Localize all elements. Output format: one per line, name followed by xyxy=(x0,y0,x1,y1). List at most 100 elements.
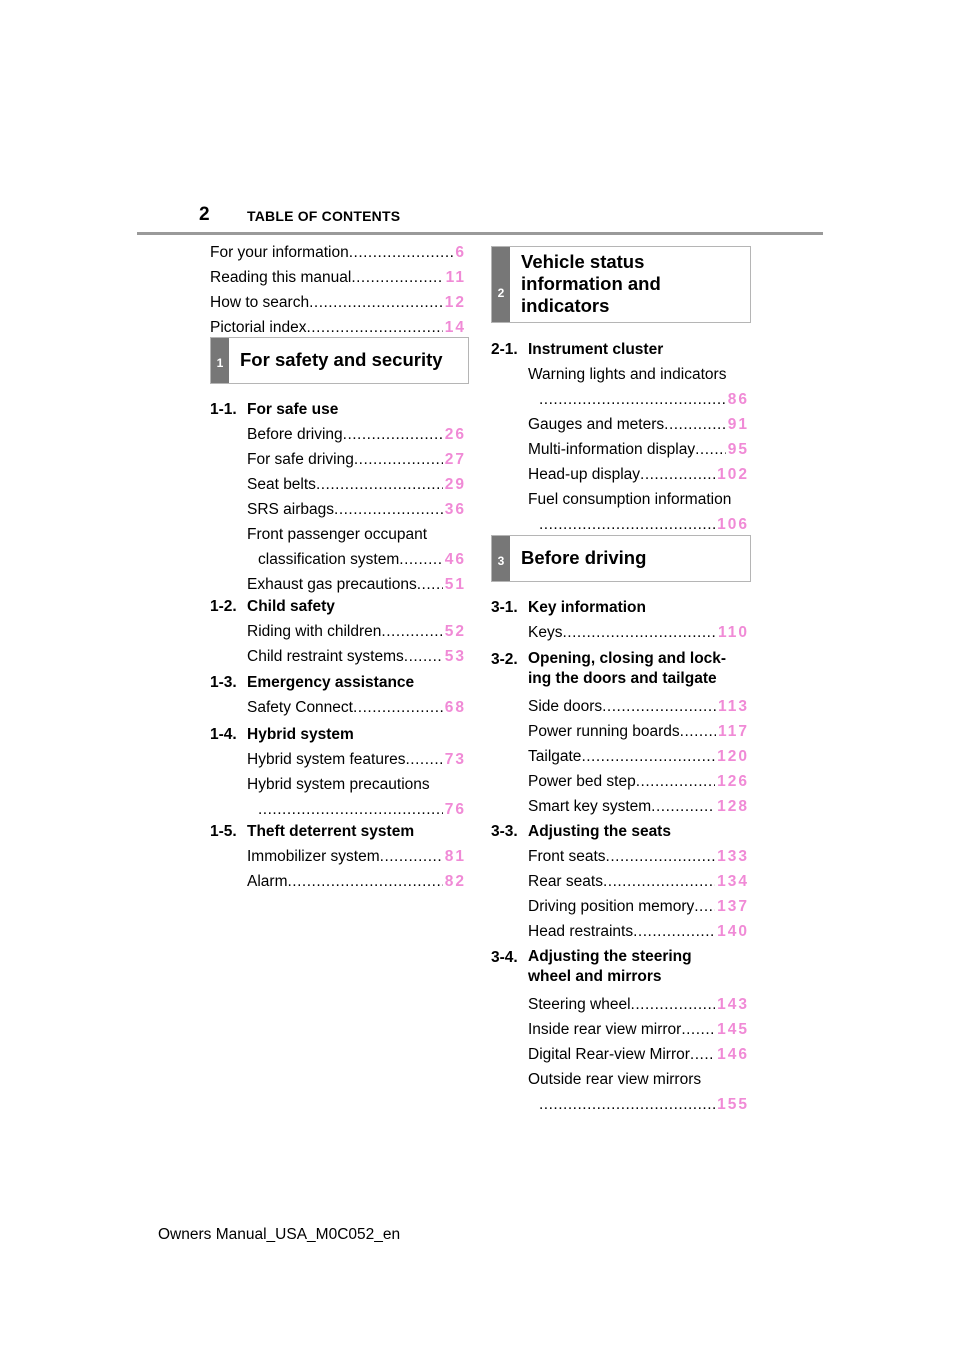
page-link[interactable]: 134 xyxy=(717,873,749,890)
toc-entry-line1[interactable]: Hybrid system precautions xyxy=(247,776,430,793)
toc-entry[interactable]: Exhaust gas precautions51 xyxy=(210,572,466,597)
toc-entry[interactable]: Digital Rear-view Mirror146 xyxy=(491,1042,749,1067)
toc-entry[interactable]: Safety Connect68 xyxy=(210,695,466,720)
toc-entry[interactable]: For your information 6 xyxy=(210,240,466,265)
section-heading[interactable]: 3-3.Adjusting the seats xyxy=(491,823,671,840)
section-heading[interactable]: 1-4.Hybrid system xyxy=(210,726,354,743)
toc-entry[interactable]: Keys110 xyxy=(491,620,749,645)
chapter-title: For safety and security xyxy=(240,349,443,370)
toc-entry[interactable]: How to search12 xyxy=(210,290,466,315)
toc-entry[interactable]: Child restraint systems53 xyxy=(210,644,466,669)
toc-entry[interactable]: Side doors113 xyxy=(491,694,749,719)
page-link[interactable]: 46 xyxy=(444,551,466,568)
section-heading[interactable]: 1-5.Theft deterrent system xyxy=(210,823,415,840)
chapter-header-2[interactable]: 2 Vehicle status information and indicat… xyxy=(491,246,751,323)
chapter-tab: 2 xyxy=(492,247,510,322)
page-link[interactable]: 73 xyxy=(444,751,466,768)
section-3-2: 3-2.Opening, closing and lock-ing the do… xyxy=(491,647,749,819)
page-link[interactable]: 137 xyxy=(717,898,749,915)
section-1-3: 1-3.Emergency assistance Safety Connect6… xyxy=(210,670,466,720)
page-link[interactable]: 29 xyxy=(444,476,466,493)
page-link[interactable]: 86 xyxy=(727,391,749,408)
toc-entry[interactable]: For safe driving27 xyxy=(210,447,466,472)
toc-entry[interactable]: Driving position memory137 xyxy=(491,894,749,919)
page-link[interactable]: 146 xyxy=(717,1046,749,1063)
toc-entry[interactable]: Front seats133 xyxy=(491,844,749,869)
header-divider xyxy=(137,232,823,235)
page-link[interactable]: 102 xyxy=(717,466,749,483)
section-heading[interactable]: 1-3.Emergency assistance xyxy=(210,674,415,691)
page-link[interactable]: 140 xyxy=(717,923,749,940)
toc-entry[interactable]: Head restraints140 xyxy=(491,919,749,944)
toc-entry[interactable]: Power running boards117 xyxy=(491,719,749,744)
toc-entry[interactable]: Steering wheel143 xyxy=(491,992,749,1017)
toc-entry-line1[interactable]: Warning lights and indicators xyxy=(528,366,727,383)
toc-entry[interactable]: Tailgate120 xyxy=(491,744,749,769)
toc-entry[interactable]: 106 xyxy=(491,512,749,537)
toc-entry[interactable]: Alarm82 xyxy=(210,869,466,894)
page-link[interactable]: 145 xyxy=(717,1021,749,1038)
toc-entry[interactable]: Immobilizer system81 xyxy=(210,844,466,869)
toc-entry[interactable]: SRS airbags36 xyxy=(210,497,466,522)
toc-entry[interactable]: Power bed step126 xyxy=(491,769,749,794)
section-heading[interactable]: 3-1.Key information xyxy=(491,599,646,616)
toc-entry[interactable]: Multi-information display95 xyxy=(491,437,749,462)
page-link[interactable]: 52 xyxy=(444,623,466,640)
toc-entry[interactable]: Head-up display102 xyxy=(491,462,749,487)
toc-entry[interactable]: Hybrid system features73 xyxy=(210,747,466,772)
toc-entry[interactable]: Reading this manual11 xyxy=(210,265,466,290)
page-link[interactable]: 113 xyxy=(717,698,749,715)
page-link[interactable]: 51 xyxy=(444,576,466,593)
toc-entry[interactable]: Gauges and meters91 xyxy=(491,412,749,437)
toc-entry-line1[interactable]: Front passenger occupant xyxy=(247,526,428,543)
chapter-header-1[interactable]: 1 For safety and security xyxy=(210,337,469,384)
toc-entry-line1[interactable]: Outside rear view mirrors xyxy=(528,1071,702,1088)
page-link[interactable]: 128 xyxy=(717,798,749,815)
toc-entry[interactable]: classification system46 xyxy=(210,547,466,572)
entry-label: For your information xyxy=(210,244,349,261)
page-link[interactable]: 76 xyxy=(444,801,466,818)
page-link[interactable]: 68 xyxy=(444,699,466,716)
toc-entry-line1[interactable]: Fuel consumption information xyxy=(528,491,732,508)
page-link[interactable]: 27 xyxy=(444,451,466,468)
entry-label: Pictorial index xyxy=(210,319,307,336)
page-link[interactable]: 110 xyxy=(717,624,749,641)
page-link[interactable]: 155 xyxy=(717,1096,749,1113)
toc-entry[interactable]: Smart key system128 xyxy=(491,794,749,819)
toc-entry[interactable]: Before driving26 xyxy=(210,422,466,447)
toc-entry[interactable]: Rear seats134 xyxy=(491,869,749,894)
toc-entry[interactable]: Inside rear view mirror145 xyxy=(491,1017,749,1042)
page-link[interactable]: 6 xyxy=(455,244,466,261)
page-link[interactable]: 11 xyxy=(445,269,466,286)
page-link[interactable]: 143 xyxy=(717,996,749,1013)
toc-entry[interactable]: Pictorial index 14 xyxy=(210,315,466,340)
chapter-header-3[interactable]: 3 Before driving xyxy=(491,535,751,582)
toc-entry[interactable]: 76 xyxy=(210,797,466,822)
page-link[interactable]: 126 xyxy=(717,773,749,790)
page-link[interactable]: 12 xyxy=(444,294,466,311)
section-heading[interactable]: 1-1.For safe use xyxy=(210,401,339,418)
page-link[interactable]: 14 xyxy=(444,319,466,336)
page-link[interactable]: 95 xyxy=(727,441,749,458)
toc-entry[interactable]: 155 xyxy=(491,1092,749,1117)
page-link[interactable]: 36 xyxy=(444,501,466,518)
toc-entry[interactable]: 86 xyxy=(491,387,749,412)
toc-entry[interactable]: Seat belts29 xyxy=(210,472,466,497)
page-number: 2 xyxy=(199,204,210,225)
page-link[interactable]: 91 xyxy=(727,416,749,433)
page-link[interactable]: 82 xyxy=(444,873,466,890)
page-link[interactable]: 53 xyxy=(444,648,466,665)
page-title: TABLE OF CONTENTS xyxy=(247,208,401,224)
toc-entry[interactable]: Riding with children52 xyxy=(210,619,466,644)
page-link[interactable]: 81 xyxy=(444,848,466,865)
page-link[interactable]: 120 xyxy=(717,748,749,765)
page-link[interactable]: 26 xyxy=(444,426,466,443)
section-heading[interactable]: 3-2.Opening, closing and lock-ing the do… xyxy=(491,650,727,687)
section-heading[interactable]: 1-2.Child safety xyxy=(210,598,335,615)
page-link[interactable]: 133 xyxy=(717,848,749,865)
section-heading[interactable]: 2-1.Instrument cluster xyxy=(491,341,664,358)
page-link[interactable]: 117 xyxy=(717,723,749,740)
page-link[interactable]: 106 xyxy=(717,516,749,533)
